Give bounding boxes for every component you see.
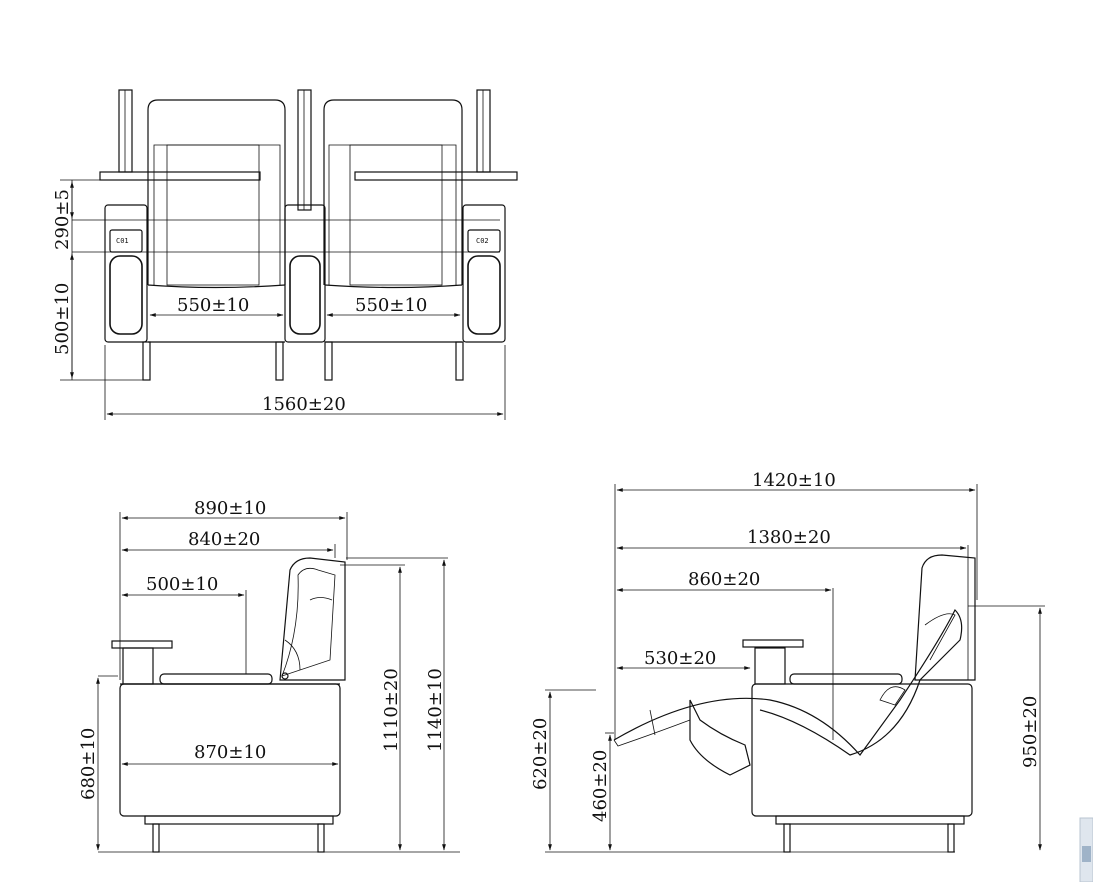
- dim-depth-overall: 890±10: [194, 498, 266, 519]
- front-view: C01 C02 290±5 500±10 550±10 550±10: [52, 89, 518, 420]
- dim-total-height: 1140±10: [425, 668, 446, 752]
- side-view-reclined: 1420±10 1380±20 860±20 530±20 620±20 460…: [530, 470, 1045, 853]
- dim-total-width: 1560±20: [262, 394, 346, 415]
- dim-base-height: 680±10: [78, 728, 99, 800]
- dim-reclined-height: 950±20: [1020, 696, 1041, 768]
- dim-seat-width-right: 550±10: [355, 295, 427, 316]
- dim-legrest-length: 530±20: [644, 648, 716, 669]
- dim-back-height: 1110±20: [381, 668, 402, 752]
- dim-depth-seat: 840±20: [188, 529, 260, 550]
- dim-base-depth: 870±10: [194, 742, 266, 763]
- dim-seat-depth: 500±10: [146, 574, 218, 595]
- dim-length-body: 1380±20: [747, 527, 831, 548]
- seat-label-c02: C02: [476, 237, 489, 245]
- side-view-upright: 890±10 840±20 500±10 870±10 680±10 1110±…: [78, 498, 460, 853]
- seat-label-c01: C01: [116, 237, 129, 245]
- dim-legrest-height-high: 620±20: [530, 718, 551, 790]
- dim-legrest-height-low: 460±20: [590, 750, 611, 822]
- dim-length-overall: 1420±10: [752, 470, 836, 491]
- dim-back-depth: 860±20: [688, 569, 760, 590]
- dim-seat-width-left: 550±10: [177, 295, 249, 316]
- scrollbar-fragment[interactable]: [1079, 817, 1093, 882]
- dim-seat-height: 500±10: [52, 283, 73, 355]
- dim-armrest-height: 290±5: [52, 189, 73, 250]
